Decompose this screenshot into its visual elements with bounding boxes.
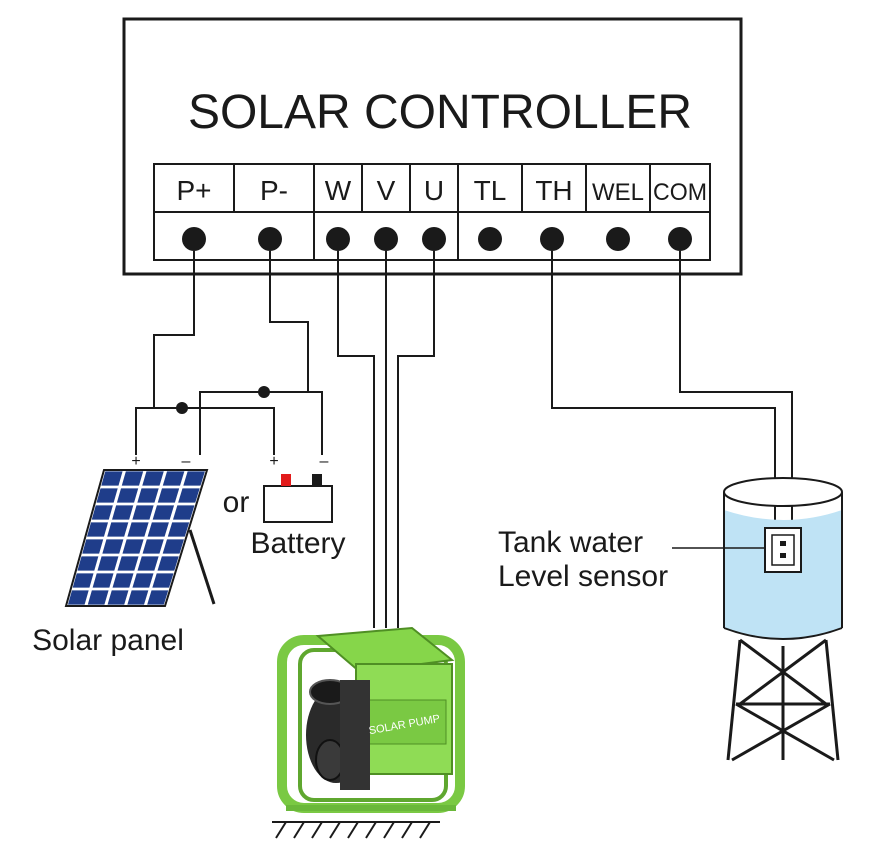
solar-cell [127,522,149,537]
solar-cell [152,573,174,588]
solar-cell [116,488,139,503]
controller-title: SOLAR CONTROLLER [188,86,692,139]
battery [263,474,333,523]
solar-cell [183,471,205,486]
or-label: or [223,486,250,519]
solar-cell [92,573,114,588]
solar-panel [64,469,216,607]
solar-minus-sign: – [182,453,191,470]
solar-cell [91,505,113,520]
solar-cell [152,505,175,520]
terminal-screws [182,227,692,251]
solar-cell [132,573,154,588]
solar-cell [107,590,129,605]
terminal-label-com: COM [653,179,707,206]
solar-cell [162,471,185,486]
solar-cell [117,556,139,571]
terminal-label-w: W [325,175,352,206]
terminal-screw-w [326,227,350,251]
solar-cell [112,505,134,520]
terminal-screw-com [668,227,692,251]
solar-cell [122,539,144,554]
pump-wires [337,251,435,628]
solar-cell [137,488,159,503]
tank-tower [726,638,840,762]
solar-cell [157,488,180,503]
solar-cell [172,505,195,520]
terminal-label-p-minus: P- [260,175,288,206]
battery-positive-terminal [281,474,291,486]
solar-cell [147,522,169,537]
ground-symbol [272,821,440,839]
junction-dot-negative [258,386,270,398]
terminal-screw-th [540,227,564,251]
solar-plus-sign: + [131,453,140,470]
sensor-wires [551,251,793,528]
terminal-label-v: V [377,175,396,206]
terminal-label-tl: TL [474,175,507,206]
battery-minus-sign: – [320,453,329,470]
solar-cell [101,471,123,486]
terminal-label-p-plus: P+ [176,175,211,206]
battery-plus-sign: + [269,453,278,470]
solar-cell [132,505,154,520]
terminal-label-th: TH [535,175,572,206]
solar-cell [96,488,118,503]
terminal-screw-p-minus [258,227,282,251]
battery-label: Battery [250,527,345,560]
tank-sensor-label-line1: Tank water [498,526,643,559]
junction-dot-positive [176,402,188,414]
solar-panel-label: Solar panel [32,624,184,657]
solar-cell [147,590,169,605]
solar-cell [86,522,109,537]
solar-cell [77,556,99,571]
terminal-label-wel: WEL [592,179,644,206]
solar-cell [127,590,149,605]
terminal-screw-u [422,227,446,251]
water-tank [723,477,843,762]
terminal-screw-v [374,227,398,251]
solar-cell [157,556,179,571]
solar-cell [107,522,129,537]
power-wires [135,251,323,455]
terminal-screw-tl [478,227,502,251]
solar-cell [82,539,104,554]
solar-cell [178,488,200,503]
solar-cell [97,556,119,571]
solar-cell [121,471,144,486]
solar-cell [142,539,164,554]
battery-negative-terminal [312,474,322,486]
terminal-label-u: U [424,175,444,206]
solar-pump [277,626,465,813]
solar-cell [162,539,184,554]
terminal-screw-p-plus [182,227,206,251]
terminal-screw-wel [606,227,630,251]
solar-cell [137,556,159,571]
solar-cell [67,590,89,605]
solar-cell [112,573,134,588]
solar-cell [72,573,94,588]
solar-cell [142,471,164,486]
solar-cell [102,539,124,554]
solar-cell [167,522,190,537]
solar-cell [87,590,109,605]
level-sensor [764,527,802,573]
tank-sensor-label-line2: Level sensor [498,560,668,593]
